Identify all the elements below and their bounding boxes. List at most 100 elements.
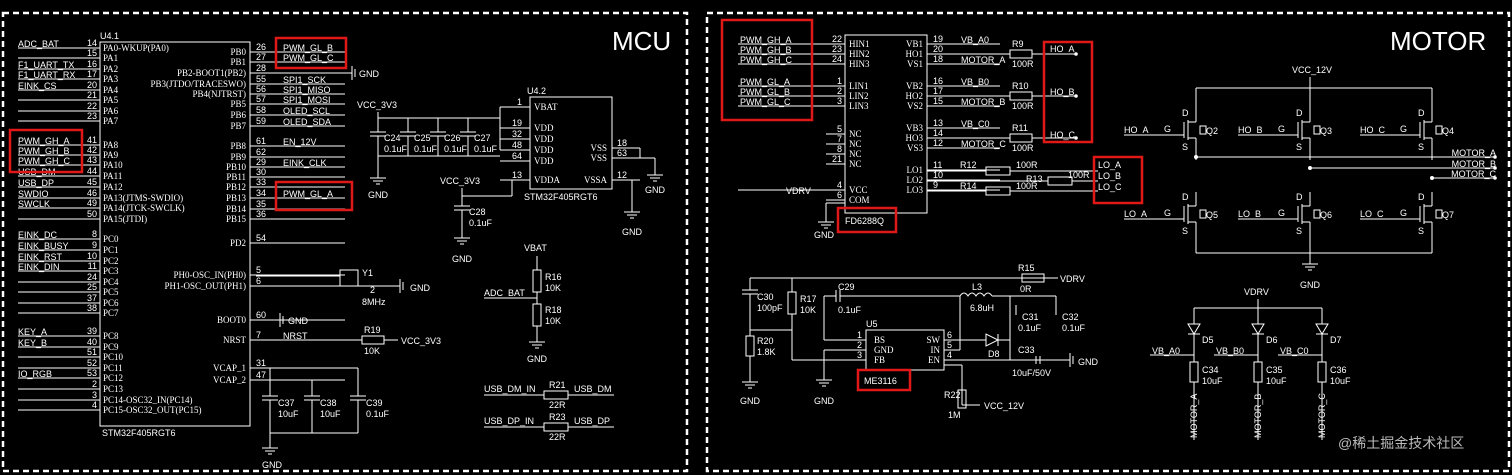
- c30-value: 100pF: [757, 303, 783, 313]
- u41-pin-name: PA12: [103, 182, 123, 192]
- r14-value: 100R: [1016, 181, 1038, 191]
- motor_b-phase-net: MOTOR_B: [1452, 159, 1496, 169]
- u42-pin-name: VBAT: [534, 102, 558, 112]
- fd-pin-name: HIN3: [849, 59, 870, 69]
- motor-section-frame: [705, 11, 1511, 473]
- q2-ref: Q2: [1206, 126, 1218, 136]
- u41-pin-number: 29: [256, 157, 266, 167]
- r21-resistor: [543, 390, 569, 400]
- c34-ref: C34: [1202, 365, 1219, 375]
- body-diode: [1313, 125, 1321, 135]
- fd-net-label: PWM_GL_B: [740, 87, 790, 97]
- u42-pin-number: 12: [617, 170, 627, 180]
- gnd-label-vss: GND: [645, 185, 666, 195]
- u41-pin-number: 4: [92, 400, 97, 410]
- drain-label: D: [1182, 108, 1189, 118]
- u41-pin-name: PB1: [230, 57, 246, 67]
- u41-pin-number: 56: [256, 84, 266, 94]
- fd-net-label: MOTOR_A: [961, 55, 1005, 65]
- u41-pin-number: 37: [87, 293, 97, 303]
- gnd-label-bridge: GND: [1300, 280, 1321, 290]
- fd-pin-number: 22: [832, 34, 842, 44]
- u41-pin-number: 45: [87, 177, 97, 187]
- vcc12v-label-en: VCC_12V: [984, 401, 1024, 411]
- q7-ref: Q7: [1442, 210, 1454, 220]
- adc-bat-net: ADC_BAT: [484, 288, 525, 298]
- u41-part: STM32F405RGT6: [102, 428, 176, 438]
- r17-value: 10K: [800, 305, 816, 315]
- gate-pin-g: G: [1164, 208, 1171, 218]
- gnd-label-boot0: GND: [288, 316, 309, 326]
- fd-net-label: PWM_GH_A: [740, 35, 792, 45]
- u41-pin-number: 8: [92, 229, 97, 239]
- drain-label: D: [1296, 192, 1303, 202]
- gnd-label-u5: GND: [814, 396, 835, 406]
- fd-pin-number: 16: [933, 76, 943, 86]
- lo-b-net: LO_B: [1098, 171, 1121, 181]
- u41-pin-name: PC15-OSC32_OUT(PC15): [103, 405, 202, 415]
- d5-ref: D5: [1202, 335, 1214, 345]
- c33-ref: C33: [1018, 345, 1035, 355]
- u41-net-label: SWDIO: [18, 189, 49, 199]
- ho_b-gate-net: HO_B: [1238, 125, 1263, 135]
- c34-value: 10uF: [1202, 376, 1223, 386]
- fd-pin-name: LO2: [907, 175, 924, 185]
- fd-pin-number: 7: [837, 134, 842, 144]
- body-diode: [1313, 209, 1321, 219]
- r16-ref: R16: [545, 272, 562, 282]
- u41-net-label: EINK_CLK: [283, 158, 327, 168]
- c27-ref: C27: [474, 133, 491, 143]
- fd-pin-name: HO2: [906, 91, 924, 101]
- mcu-section-title: MCU: [612, 26, 671, 56]
- usb-dm-in-net: USB_DM_IN: [484, 384, 536, 394]
- drain-label: D: [1418, 192, 1425, 202]
- d7-ref: D7: [1330, 335, 1342, 345]
- source-label: S: [1296, 142, 1302, 152]
- u41-pin-name: PC0: [103, 234, 119, 244]
- ho-b-net: HO_B: [1050, 87, 1075, 97]
- fd-pin-number: 1: [837, 76, 842, 86]
- c37-ref: C37: [278, 398, 295, 408]
- fd-pin-name: LIN2: [849, 91, 869, 101]
- r19-resistor: [361, 335, 385, 345]
- gate-pin-g: G: [1278, 124, 1285, 134]
- u41-pin-name: PA1: [103, 53, 118, 63]
- u41-pin-name: PA14(JTCK-SWCLK): [103, 203, 185, 213]
- c39-value: 0.1uF: [366, 409, 390, 419]
- u41-pin-number: 43: [87, 155, 97, 165]
- u41-pin-number: 27: [256, 52, 266, 62]
- u41-pin-name: PC9: [103, 342, 119, 352]
- r15-value: 0R: [1020, 284, 1032, 294]
- r9-value: 100R: [1012, 59, 1034, 69]
- junction-dot: [1430, 176, 1434, 180]
- lo_c-gate-net: LO_C: [1360, 209, 1384, 219]
- c37-value: 10uF: [278, 409, 299, 419]
- net-terminal: [1493, 166, 1497, 170]
- u41-pin-name: PA7: [103, 116, 119, 126]
- l3-inductor: [959, 292, 993, 297]
- ho_a-gate-net: HO_A: [1124, 125, 1149, 135]
- gnd-label-r20: GND: [740, 396, 761, 406]
- u41-pin-number: 42: [87, 145, 97, 155]
- u41-pin-name: BOOT0: [217, 315, 246, 325]
- u41-pin-name: PA8: [103, 140, 119, 150]
- u42-pin-name: VSSA: [584, 175, 608, 185]
- r23-resistor: [543, 422, 569, 432]
- fd-net-label: VB_B0: [961, 77, 989, 87]
- c36-value: 10uF: [1330, 376, 1351, 386]
- u41-pin-number: 15: [87, 48, 97, 58]
- source-label: S: [1296, 226, 1302, 236]
- source-label: S: [1182, 226, 1188, 236]
- u41-pin-number: 31: [256, 358, 266, 368]
- u41-net-label: PWM_GL_A: [283, 189, 333, 199]
- r12-ref: R12: [960, 160, 977, 170]
- u41-pin-number: 9: [92, 240, 97, 250]
- u41-pin-number: 40: [87, 337, 97, 347]
- fd-pin-name: HO3: [906, 133, 924, 143]
- c24-ref: C24: [384, 133, 401, 143]
- u41-pin-number: 61: [256, 136, 266, 146]
- fd-pin-name: HO1: [906, 49, 924, 59]
- fd-pin-number: 14: [933, 128, 943, 138]
- u41-pin-number: 2: [92, 379, 97, 389]
- u41-pin-number: 52: [87, 358, 97, 368]
